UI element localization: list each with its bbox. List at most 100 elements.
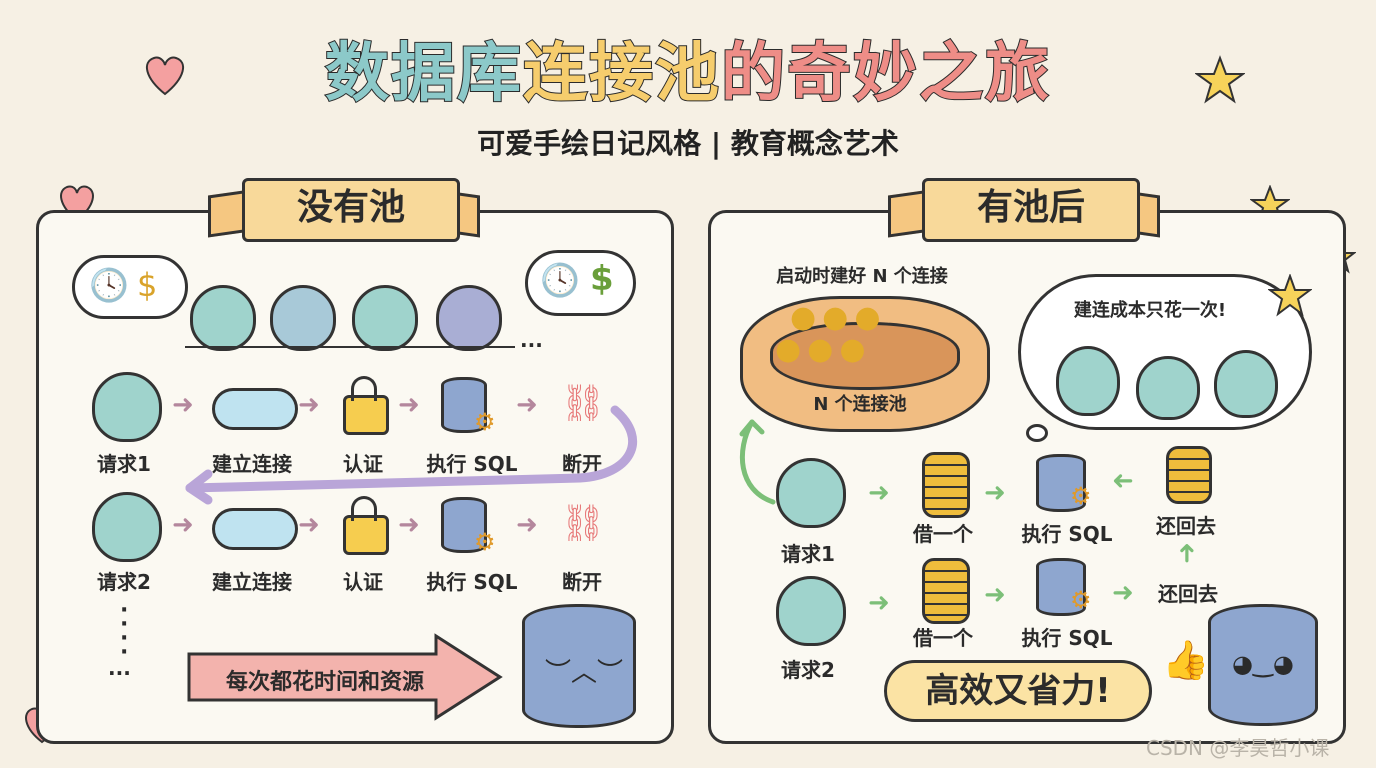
tired-database-icon xyxy=(522,604,636,728)
thought-text: 建连成本只花一次! xyxy=(1073,300,1227,321)
coil-connection-icon: ●●● xyxy=(790,300,887,335)
thought-bubble-right: 🕓 $ xyxy=(525,250,636,316)
gear-icon: ⚙ xyxy=(1070,586,1092,614)
title-part-pool: 连接池 xyxy=(522,36,721,112)
arrow-icon: ➜ xyxy=(984,478,1006,508)
page-title: 数据库连接池的奇妙之旅 xyxy=(0,22,1376,114)
page-subtitle: 可爱手绘日记风格 | 教育概念艺术 xyxy=(477,127,899,160)
return-label: 还回去 xyxy=(1158,582,1218,606)
happy-face xyxy=(1056,346,1120,416)
thought-bubble-left: 🕓 $ xyxy=(72,255,188,319)
more-requests-dots: ···· xyxy=(120,598,129,665)
coil-connection-icon xyxy=(922,558,970,624)
more-requests-ellipsis: ... xyxy=(108,656,131,680)
arrow-icon: ➜ xyxy=(172,390,194,420)
star-icon xyxy=(1268,274,1312,317)
loop-arrow xyxy=(739,419,776,505)
request-label: 请求1 xyxy=(97,452,151,476)
arrow-icon: ➜ xyxy=(1171,542,1202,564)
lock-icon xyxy=(343,395,389,435)
waiting-face xyxy=(352,285,418,351)
waiting-face xyxy=(270,285,336,351)
lock-shackle xyxy=(351,376,377,401)
queue-line xyxy=(185,346,515,348)
request-label: 请求2 xyxy=(97,570,151,594)
dollar-icon: $ xyxy=(590,259,614,299)
borrow-label: 借一个 xyxy=(913,626,973,650)
happy-face xyxy=(1214,350,1278,418)
arrow-icon: ➜ xyxy=(298,390,320,420)
database-icon xyxy=(441,377,487,433)
thumbs-up-icon: 👍 xyxy=(1162,638,1210,682)
step-label: 断开 xyxy=(562,570,602,594)
coil-connection-icon xyxy=(1166,446,1212,504)
clock-icon: 🕓 xyxy=(89,266,129,304)
execute-label: 执行 SQL xyxy=(1021,522,1113,546)
arrow-icon: ➜ xyxy=(516,510,538,540)
watermark: CSDN @李昊哲小课 xyxy=(1146,736,1330,760)
step-label: 执行 SQL xyxy=(426,452,518,476)
banner-with-pool: 有池后 xyxy=(922,178,1140,242)
title-part-database: 数据库 xyxy=(324,36,523,112)
arrow-icon: ➜ xyxy=(1112,466,1134,496)
step-label: 执行 SQL xyxy=(426,570,518,594)
preload-note: 启动时建好 N 个连接 xyxy=(776,266,948,287)
clock-icon: 🕓 xyxy=(540,261,580,299)
dollar-icon: $ xyxy=(137,266,158,304)
arrow-icon: ➜ xyxy=(398,510,420,540)
heart-icon xyxy=(145,56,185,96)
arrow-icon: ➜ xyxy=(298,510,320,540)
sad-face-icon: ︶︿︶ xyxy=(545,658,624,688)
gear-icon: ⚙ xyxy=(1070,482,1092,510)
cost-arrow-shape xyxy=(187,633,503,721)
pool-label: N 个连接池 xyxy=(813,394,907,415)
broken-link-icon: ⛓ xyxy=(560,383,606,424)
gear-icon: ⚙ xyxy=(474,408,496,436)
arrow-icon: ➜ xyxy=(398,390,420,420)
coil-connection-icon xyxy=(922,452,970,518)
star-icon xyxy=(1195,55,1245,104)
happy-face-icon: ◕‿◕ xyxy=(1232,650,1294,678)
coil-connection-icon: ●●● xyxy=(775,332,872,367)
lock-shackle xyxy=(351,496,377,521)
waiting-face xyxy=(190,285,256,351)
database-icon xyxy=(441,497,487,553)
request-label: 请求1 xyxy=(781,542,835,566)
happy-database-icon xyxy=(1208,604,1318,726)
step-label: 认证 xyxy=(343,452,383,476)
broken-link-icon: ⛓ xyxy=(560,503,606,544)
database-icon xyxy=(1036,454,1086,512)
borrow-label: 借一个 xyxy=(913,522,973,546)
efficient-badge: 高效又省力! xyxy=(884,660,1152,722)
queue-ellipsis: ... xyxy=(520,328,543,352)
arrow-icon: ➜ xyxy=(172,510,194,540)
return-arrow xyxy=(185,405,638,505)
request-face xyxy=(92,372,162,442)
arrow-icon: ➜ xyxy=(984,580,1006,610)
step-label: 建立连接 xyxy=(212,570,292,594)
request-label: 请求2 xyxy=(781,658,835,682)
cost-arrow-label: 每次都花时间和资源 xyxy=(225,670,424,695)
arrow-icon: ➜ xyxy=(868,588,890,618)
thought-dot xyxy=(1026,424,1048,442)
return-label: 还回去 xyxy=(1156,514,1216,538)
step-label: 建立连接 xyxy=(212,452,292,476)
request-face xyxy=(776,576,846,646)
cloud-icon xyxy=(212,508,298,550)
pool-basket-inner xyxy=(770,322,960,390)
arrow-icon: ➜ xyxy=(868,478,890,508)
banner-no-pool: 没有池 xyxy=(242,178,460,242)
request-face xyxy=(92,492,162,562)
gear-icon: ⚙ xyxy=(474,528,496,556)
happy-face xyxy=(1136,356,1200,420)
waiting-face xyxy=(436,285,502,351)
step-label: 认证 xyxy=(343,570,383,594)
lock-icon xyxy=(343,515,389,555)
execute-label: 执行 SQL xyxy=(1021,626,1113,650)
cloud-icon xyxy=(212,388,298,430)
title-part-journey: 的奇妙之旅 xyxy=(720,36,1051,112)
arrow-icon: ➜ xyxy=(516,390,538,420)
request-face xyxy=(776,458,846,528)
arrow-icon: ➜ xyxy=(1112,578,1134,608)
database-icon xyxy=(1036,558,1086,616)
